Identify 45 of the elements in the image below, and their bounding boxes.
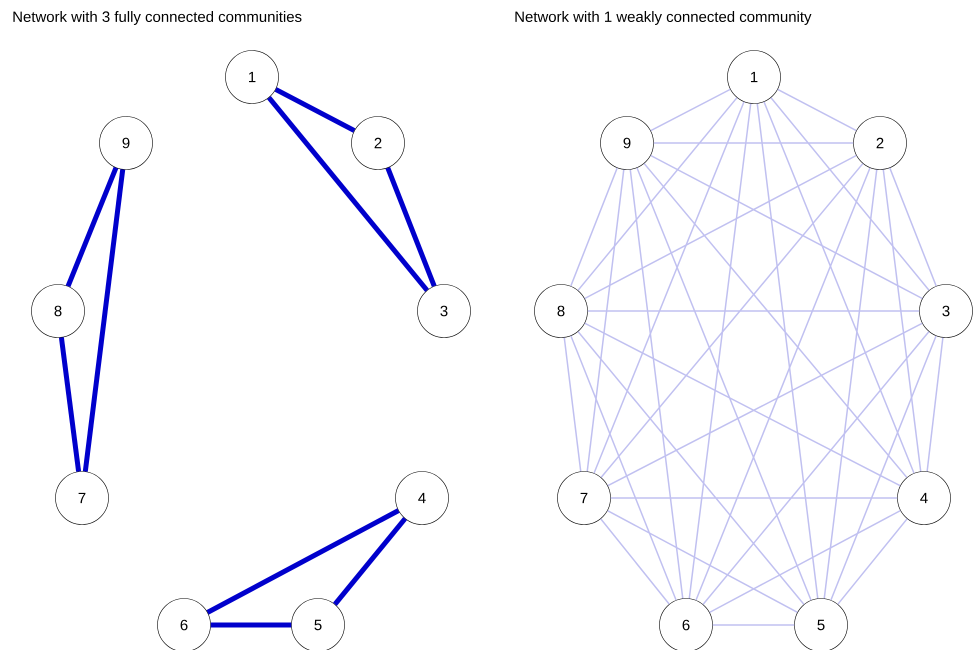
edge-line [600,163,864,478]
edge-line [274,87,356,133]
edge-line [578,331,804,605]
edge-line [926,338,944,472]
edge-line [570,336,677,600]
edge-line [830,336,937,600]
edge-line [650,88,731,132]
edge-line [385,167,437,287]
edge-line [777,88,857,132]
edge-line [206,508,400,615]
edge-line [837,518,908,605]
edge-line [709,510,901,614]
edge-line [588,310,920,312]
edge-line [600,518,670,605]
edge-line [593,102,745,474]
edge-line [712,624,794,626]
edge-line [58,337,82,472]
edge-line [650,154,923,300]
edge-line [610,497,898,499]
edge-line [210,622,292,628]
edge-line [586,170,625,472]
edge-line [702,331,930,605]
edge-line [695,168,871,600]
edge-line [584,154,857,300]
edge-line [688,104,752,598]
edge-line [267,96,429,292]
edge-line [82,169,126,472]
edge-line [636,168,812,600]
edge-line [756,104,818,598]
edge-line [654,142,854,144]
panel-title: Network with 3 fully connected communities [13,11,302,25]
edge-line [882,170,922,472]
panel-title: Network with 1 weakly connected community [515,11,812,25]
edge-line [570,168,618,286]
edge-line [763,102,915,474]
edge-line [333,517,407,606]
edge-line [644,163,908,478]
edge-line [66,166,118,288]
edge-line [630,170,684,598]
edge-line [824,170,878,598]
edge-line [770,97,930,291]
edge-line [577,97,738,291]
edge-line [564,338,582,472]
edge-line [607,510,798,613]
edge-line [889,168,937,286]
